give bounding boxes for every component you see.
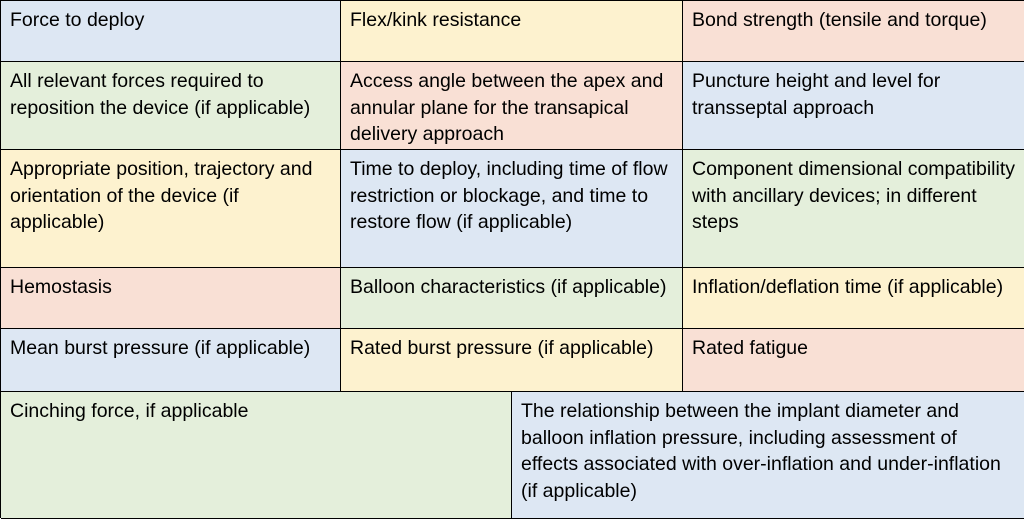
table-cell: Cinching force, if applicable [1,392,512,519]
table-cell: Bond strength (tensile and torque) [683,1,1024,62]
table-cell: Balloon characteristics (if applicable) [341,268,683,329]
table-cell: Flex/kink resistance [341,1,683,62]
table-cell: Hemostasis [1,268,341,329]
table-cell: The relationship between the implant dia… [512,392,1024,519]
table-row: Cinching force, if applicable The relati… [1,392,1024,519]
table-cell: Time to deploy, including time of flow r… [341,150,683,268]
table-cell: Rated fatigue [683,329,1024,392]
table-cell: All relevant forces required to repositi… [1,62,341,150]
table-cell: Inflation/deflation time (if applicable) [683,268,1024,329]
table-cell: Rated burst pressure (if applicable) [341,329,683,392]
table-cell: Access angle between the apex and annula… [341,62,683,150]
table-cell: Mean burst pressure (if applicable) [1,329,341,392]
table-cell: Puncture height and level for transsepta… [683,62,1024,150]
table-cell: Component dimensional compatibility with… [683,150,1024,268]
table-cell: Appropriate position, trajectory and ori… [1,150,341,268]
table-cell: Force to deploy [1,1,341,62]
